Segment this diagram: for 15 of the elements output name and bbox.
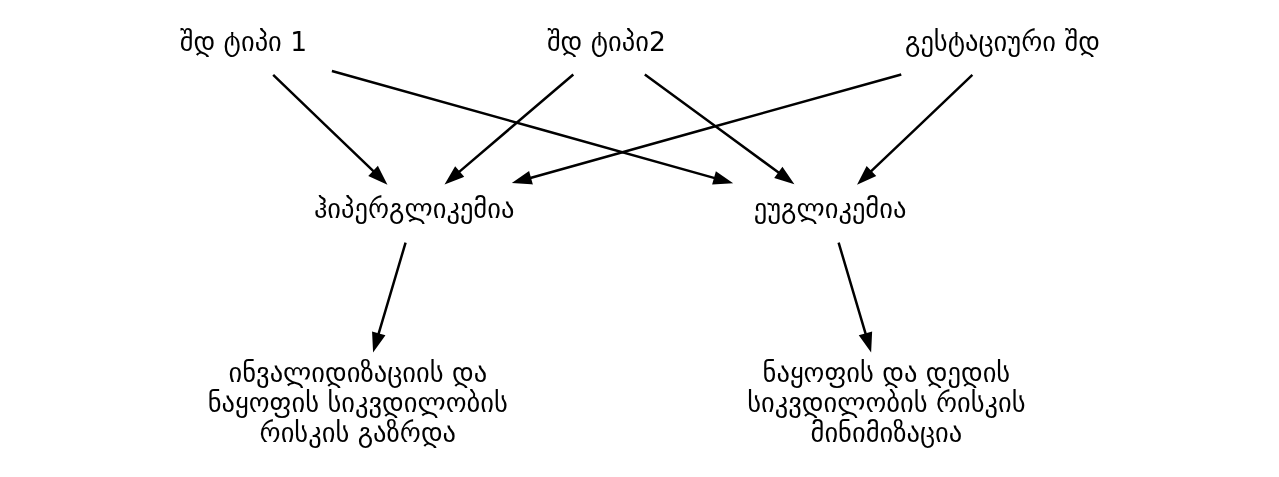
arrow <box>331 69 734 185</box>
node-text: ნაყოფის და დედის სიკვდილობის რისკის მინიმიზაცია <box>747 357 1026 448</box>
arrow <box>511 73 902 185</box>
node-text: ჰიპერგლიკემია <box>313 193 515 225</box>
node-text: შდ ტიპი 1 <box>179 25 308 57</box>
node-text: ინვალიდიზაციის და ნაყოფის სიკვდილობის რისკის გაზრდა <box>207 357 508 448</box>
arrow <box>372 242 407 353</box>
node-text: გესტაციური შდ <box>904 25 1100 57</box>
arrow <box>644 73 795 185</box>
node-text: ეუგლიკემია <box>753 193 907 225</box>
node-text: შდ ტიპი2 <box>546 25 666 57</box>
arrow <box>444 73 575 185</box>
arrow <box>857 73 974 185</box>
arrow <box>272 73 388 185</box>
arrow <box>837 242 873 353</box>
